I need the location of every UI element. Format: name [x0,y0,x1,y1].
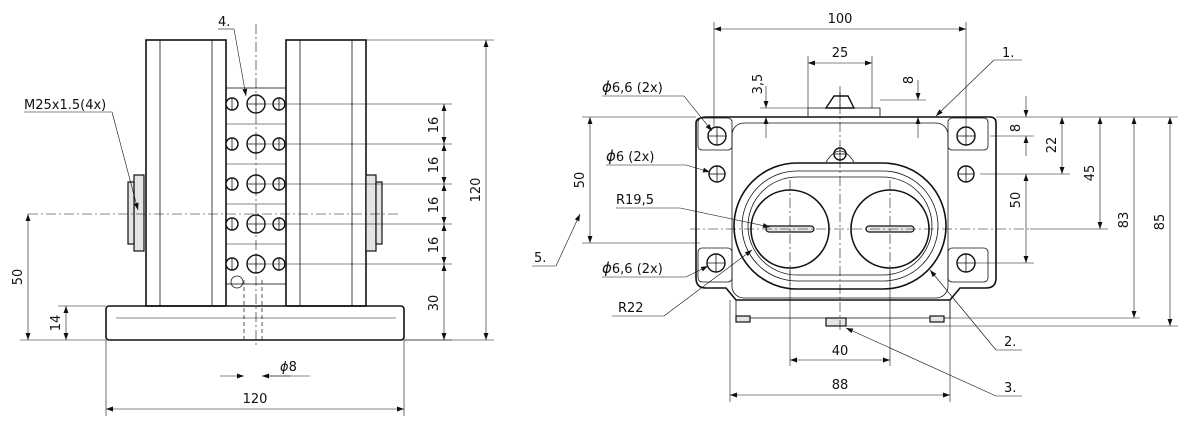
item-4-label: 4. [218,15,230,30]
hole-mid-label: ϕ6 (2x) [606,147,654,165]
dim-40: 40 [832,344,849,359]
right-gland [365,174,377,252]
dim-pitch-3: 16 [427,197,442,214]
radius-inner-label: R19,5 [616,193,654,208]
hole-top-label: ϕ6,6 (2x) [602,78,663,96]
terminal-row-2 [225,134,286,154]
dim-88: 88 [832,378,849,393]
dim-pin-dia: ϕ8 [280,360,297,375]
dim-height-total: 120 [469,178,484,203]
right-body [285,39,367,307]
dim-axis-height: 50 [11,269,26,286]
pin [230,275,244,289]
flange-plate [695,116,997,301]
base-plate [105,305,405,341]
radius-outer-label: R22 [618,301,644,316]
dim-pitch-2: 16 [427,157,442,174]
dim-45: 45 [1083,165,1098,182]
dim-width: 120 [243,392,268,407]
item-2-label: 2. [1004,335,1016,350]
dim-83: 83 [1117,212,1132,229]
item-1-label: 1. [1002,46,1014,61]
dim-8-right: 8 [1009,124,1024,132]
side-view: 16 16 16 16 30 120 50 14 120 ϕ8 M25x1.5(… [11,15,494,416]
dim-22: 22 [1045,137,1060,154]
dim-height-left: 50 [573,172,588,189]
dim-8-top: 8 [902,76,917,84]
dim-height-mid: 50 [1009,192,1024,209]
dim-pitch-4: 16 [427,237,442,254]
dim-width-top: 100 [828,12,853,27]
dim-pitch-1: 16 [427,117,442,134]
left-body [145,39,227,307]
dim-bottom-pitch: 30 [427,295,442,312]
item-3-label: 3. [1004,381,1016,396]
item-5-label: 5. [534,251,546,266]
left-gland [133,174,145,252]
thread-label: M25x1.5(4x) [24,98,106,113]
top-stub [807,107,881,117]
dim-width-inner: 25 [832,46,849,61]
dim-35: 3,5 [751,74,766,95]
hole-bottom-label: ϕ6,6 (2x) [602,259,663,277]
front-view: 100 25 3,5 8 1. ϕ6,6 (2x) ϕ6 (2x) R19,5 [532,12,1178,402]
dim-base-height: 14 [49,315,64,332]
dim-85: 85 [1153,214,1168,231]
